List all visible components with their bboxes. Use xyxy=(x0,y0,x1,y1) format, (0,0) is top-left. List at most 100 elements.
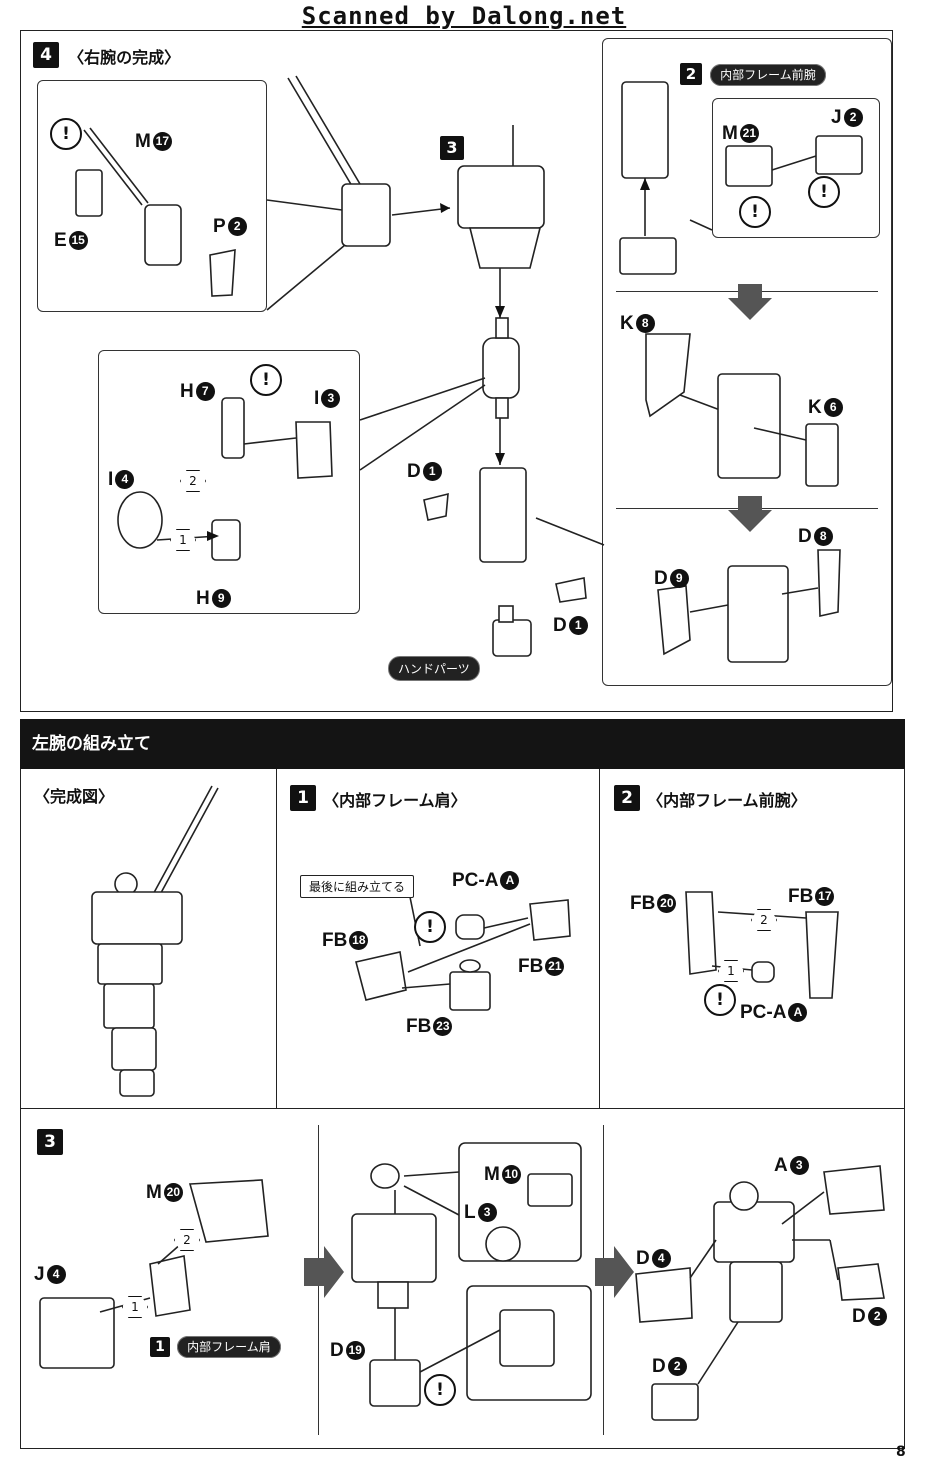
forearm-title: 内部フレーム前腕 xyxy=(710,64,826,86)
left-step2-number: 2 xyxy=(614,785,640,811)
note-build-last: 最後に組み立てる xyxy=(300,875,415,898)
step4-panel xyxy=(20,30,893,712)
left-arm-section-title: 左腕の組み立て xyxy=(32,734,151,754)
grid-divider xyxy=(603,1125,604,1435)
label-letter: PC-A xyxy=(740,1002,787,1023)
page-number: 8 xyxy=(896,1444,906,1460)
label-letter: D xyxy=(330,1340,344,1361)
label-number: A xyxy=(500,871,520,891)
label-letter: D xyxy=(852,1306,866,1327)
warning-icon: ! xyxy=(739,196,771,228)
left-step3-number: 3 xyxy=(37,1129,63,1155)
left-step1-header: 1 〈内部フレーム肩〉 xyxy=(290,785,467,811)
left-step2-title: 〈内部フレーム前腕〉 xyxy=(647,790,807,810)
label-letter: D xyxy=(652,1356,666,1377)
label-letter: I xyxy=(314,388,320,409)
label-number: 9 xyxy=(669,569,689,589)
label-number: 2 xyxy=(227,217,247,237)
warning-icon: ! xyxy=(250,364,282,396)
sub-step-number: 3 xyxy=(440,136,464,160)
label-number: 3 xyxy=(477,1203,497,1223)
label-number: 19 xyxy=(345,1341,365,1361)
label-letter: J xyxy=(831,107,842,128)
label-letter: M xyxy=(484,1164,500,1185)
label-letter: M xyxy=(722,123,738,144)
label-letter: E xyxy=(54,230,67,251)
label-letter: H xyxy=(196,588,210,609)
down-arrow-icon xyxy=(728,284,772,320)
label-number: 3 xyxy=(321,389,341,409)
warning-icon: ! xyxy=(414,911,446,943)
label-letter: PC-A xyxy=(452,870,499,891)
warning-icon: ! xyxy=(50,118,82,150)
label-letter: M xyxy=(146,1182,162,1203)
label-number: 21 xyxy=(739,124,759,144)
label-number: 23 xyxy=(433,1017,453,1037)
ref-step-number: 1 xyxy=(150,1337,170,1357)
forearm-step-number: 2 xyxy=(680,63,702,85)
ref-inner-frame-shoulder: 1 内部フレーム肩 xyxy=(150,1336,281,1358)
order-marker-1: 1 xyxy=(122,1296,148,1318)
label-letter: I xyxy=(108,469,114,490)
inset-shoulder-joint xyxy=(98,350,360,614)
hand-parts-tag: ハンドパーツ xyxy=(388,656,480,681)
step4-header: 4 〈右腕の完成〉 xyxy=(33,42,180,68)
order-marker-2: 2 xyxy=(180,470,206,492)
sub-step-3-badge: 3 xyxy=(440,136,464,160)
warning-icon: ! xyxy=(808,176,840,208)
label-letter: K xyxy=(620,313,634,334)
step4-number: 4 xyxy=(33,42,59,68)
label-number: 4 xyxy=(651,1249,671,1269)
left-step2-header: 2 〈内部フレーム前腕〉 xyxy=(614,785,807,811)
label-number: 20 xyxy=(657,894,677,914)
label-number: 3 xyxy=(789,1156,809,1176)
label-number: 17 xyxy=(152,132,172,152)
label-letter: J xyxy=(34,1264,45,1285)
grid-divider xyxy=(318,1125,319,1435)
label-letter: FB xyxy=(788,886,814,907)
grid-divider xyxy=(599,769,600,1109)
forearm-header: 2 内部フレーム前腕 xyxy=(680,63,826,86)
label-letter: D xyxy=(636,1248,650,1269)
order-marker-1: 1 xyxy=(718,960,744,982)
note-build-last-text: 最後に組み立てる xyxy=(309,880,406,894)
down-arrow-icon xyxy=(728,496,772,532)
warning-icon: ! xyxy=(704,984,736,1016)
label-number: 1 xyxy=(422,462,442,482)
label-number: A xyxy=(788,1003,808,1023)
grid-divider xyxy=(20,1108,905,1109)
label-letter: H xyxy=(180,381,194,402)
grid-divider xyxy=(276,769,277,1109)
label-number: 8 xyxy=(635,314,655,334)
label-letter: D xyxy=(798,526,812,547)
label-number: 4 xyxy=(46,1265,66,1285)
label-number: 2 xyxy=(843,108,863,128)
label-number: 7 xyxy=(195,382,215,402)
label-number: 1 xyxy=(568,616,588,636)
inset-elbow xyxy=(37,80,267,312)
label-letter: M xyxy=(135,131,151,152)
